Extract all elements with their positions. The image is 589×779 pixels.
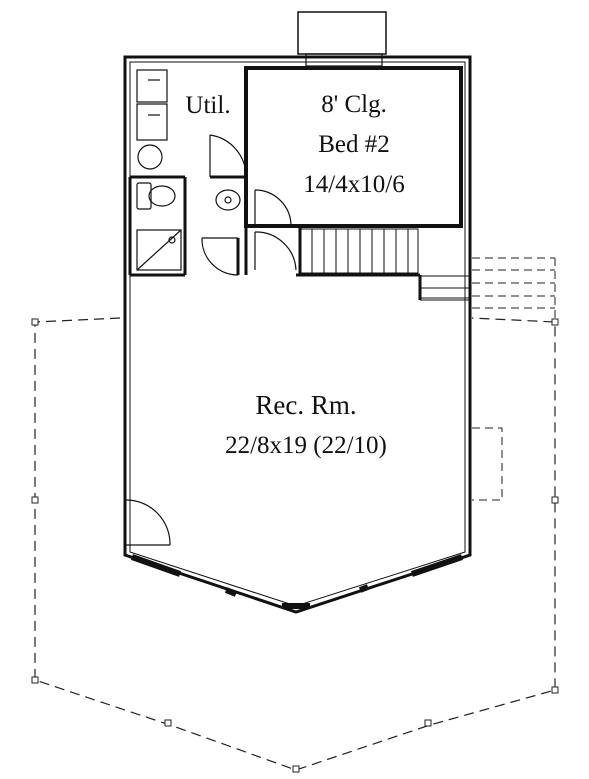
utility-label: Util. [185,92,230,119]
deck-steps [472,257,556,322]
sink-icon [215,189,241,211]
exterior-walls [123,55,472,614]
door-swings [124,134,297,546]
exterior-steps [420,275,470,301]
toilet-icon [136,182,176,210]
bedroom-ceiling-label: 8' Clg. [321,91,387,118]
stairs [299,228,419,274]
exterior-walls-inner [129,61,466,607]
bay-windows [130,554,463,609]
bedroom-name-label: Bed #2 [318,131,390,158]
shower-icon [136,229,182,271]
rec-room-dimensions-label: 22/8x19 (22/10) [225,432,387,459]
deck-outline [34,317,556,771]
bedroom-dimensions-label: 14/4x10/6 [303,171,404,198]
deck-posts [31,318,559,773]
rec-room-name-label: Rec. Rm. [255,390,356,420]
fireplace-outline [472,427,503,501]
washer-dryer [136,69,168,141]
water-heater-icon [137,144,163,170]
